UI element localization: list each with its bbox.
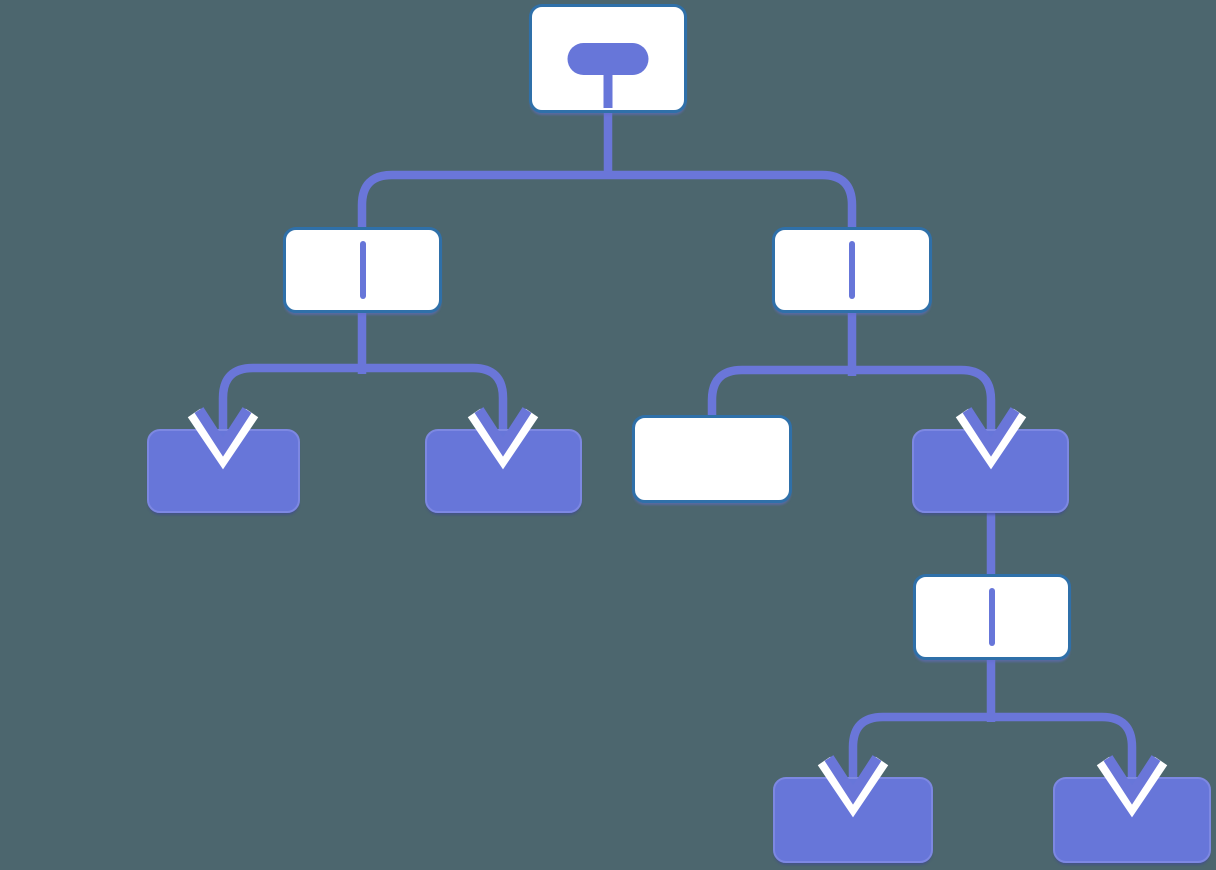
double-chevron-down-icon-inner [194, 407, 252, 457]
start-node[interactable] [529, 4, 687, 113]
double-chevron-down-icon-inner [474, 407, 532, 457]
arrowhead-task-5 [817, 755, 889, 818]
double-chevron-down-icon-outer [467, 408, 539, 470]
branch-node-right[interactable] [772, 227, 932, 313]
pill-with-stem-icon [567, 43, 649, 75]
edge-rail-left [218, 363, 508, 437]
edge-rail-top [357, 170, 857, 232]
task-node-4[interactable] [912, 429, 1069, 513]
branch-node-left[interactable] [283, 227, 442, 313]
arrowhead-task-4 [955, 407, 1027, 470]
double-chevron-down-icon-outer [817, 756, 889, 818]
arrowhead-task-6 [1096, 755, 1168, 818]
double-chevron-down-icon-inner [1103, 755, 1161, 805]
double-chevron-down-icon-inner [824, 755, 882, 805]
edge-rail-bottom [848, 712, 1137, 785]
task-node-2[interactable] [425, 429, 582, 513]
arrowhead-task-2 [467, 407, 539, 470]
vertical-divider-icon [849, 241, 855, 299]
arrowhead-task-1 [187, 407, 259, 470]
task-node-1[interactable] [147, 429, 300, 513]
double-chevron-down-icon-outer [955, 408, 1027, 470]
task-node-3[interactable] [632, 415, 792, 503]
double-chevron-down-icon-outer [1096, 756, 1168, 818]
double-chevron-down-icon-outer [187, 408, 259, 470]
pill-with-stem-icon-stem [603, 73, 613, 108]
task-node-6[interactable] [1053, 777, 1211, 863]
vertical-divider-icon [989, 588, 995, 646]
double-chevron-down-icon-inner [962, 407, 1020, 457]
task-node-5[interactable] [773, 777, 933, 863]
edge-rail-right [707, 365, 996, 437]
branch-node-bottom[interactable] [913, 574, 1071, 660]
vertical-divider-icon [359, 241, 366, 299]
